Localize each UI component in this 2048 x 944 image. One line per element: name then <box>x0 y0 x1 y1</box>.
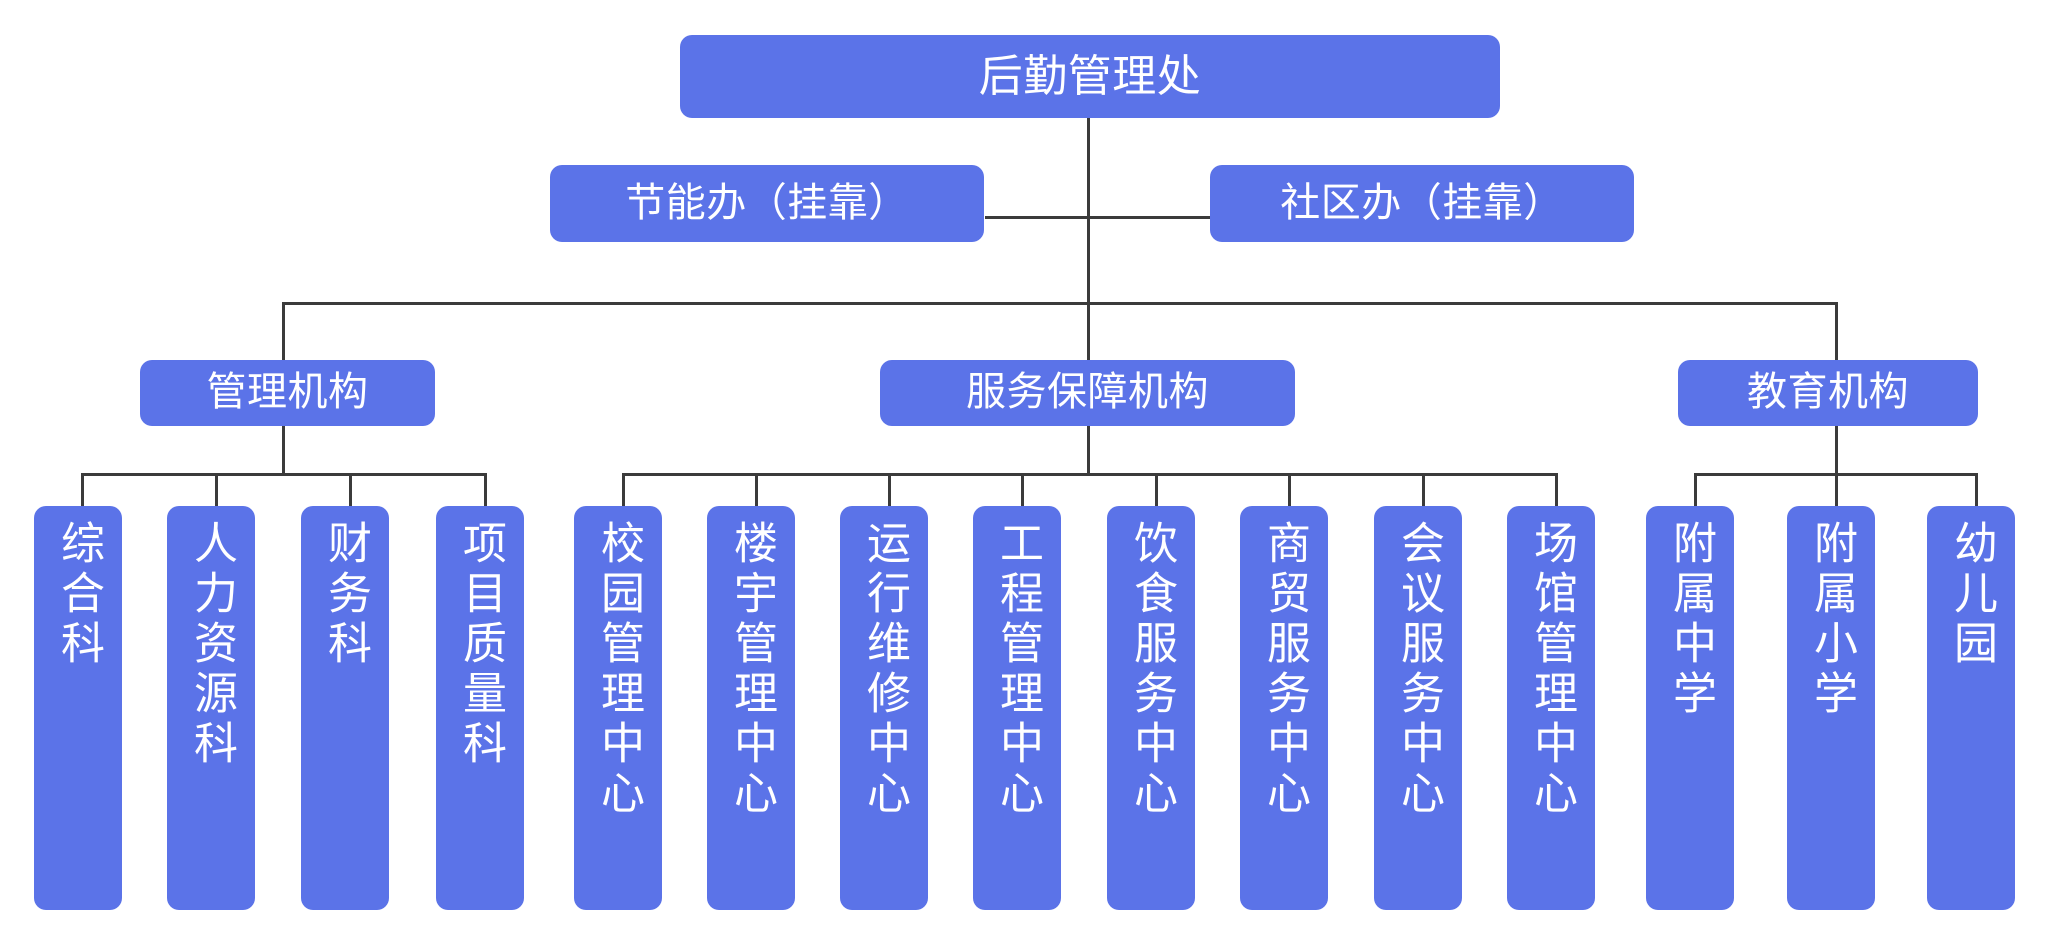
node-leaf-human-resources[interactable]: 人力资源科 <box>167 506 255 910</box>
node-group-management[interactable]: 管理机构 <box>140 360 435 426</box>
node-aux-energy-office-label: 节能办（挂靠） <box>625 180 909 225</box>
node-leaf-project-quality-label: 项目质量科 <box>456 520 505 770</box>
connector-group1-leaf-drop-0 <box>622 473 625 507</box>
connector-group0-stem <box>282 425 285 475</box>
connector-group2-leaf-drop-2 <box>1975 473 1978 507</box>
node-leaf-finance[interactable]: 财务科 <box>301 506 389 910</box>
connector-group-drop-0 <box>282 302 285 360</box>
node-group-education-label: 教育机构 <box>1747 370 1909 415</box>
node-leaf-catering-service-label: 饮食服务中心 <box>1127 520 1176 820</box>
connector-groups-bar <box>282 302 1838 305</box>
connector-group1-leaf-drop-1 <box>755 473 758 507</box>
node-leaf-operations-maintenance[interactable]: 运行维修中心 <box>840 506 928 910</box>
node-leaf-affiliated-middle-school[interactable]: 附属中学 <box>1646 506 1734 910</box>
node-leaf-general-affairs-label: 综合科 <box>54 520 103 670</box>
connector-group1-leaf-drop-3 <box>1021 473 1024 507</box>
node-leaf-commerce-service-label: 商贸服务中心 <box>1260 520 1309 820</box>
node-group-service-label: 服务保障机构 <box>966 370 1209 415</box>
node-leaf-commerce-service[interactable]: 商贸服务中心 <box>1240 506 1328 910</box>
node-root[interactable]: 后勤管理处 <box>680 35 1500 118</box>
node-leaf-venue-management-label: 场馆管理中心 <box>1527 520 1576 820</box>
node-leaf-catering-service[interactable]: 饮食服务中心 <box>1107 506 1195 910</box>
connector-aux-left <box>985 216 1089 219</box>
node-leaf-conference-service-label: 会议服务中心 <box>1394 520 1443 820</box>
connector-group-drop-2 <box>1835 302 1838 360</box>
connector-group1-leaf-drop-7 <box>1555 473 1558 507</box>
connector-group2-leaf-drop-1 <box>1835 473 1838 507</box>
node-leaf-conference-service[interactable]: 会议服务中心 <box>1374 506 1462 910</box>
connector-group0-bar <box>81 473 484 476</box>
node-leaf-campus-management-label: 校园管理中心 <box>594 520 643 820</box>
node-leaf-building-management[interactable]: 楼宇管理中心 <box>707 506 795 910</box>
node-leaf-venue-management[interactable]: 场馆管理中心 <box>1507 506 1595 910</box>
connector-group1-leaf-drop-4 <box>1155 473 1158 507</box>
connector-aux-right <box>1087 216 1211 219</box>
node-leaf-kindergarten-label: 幼儿园 <box>1947 520 1996 670</box>
connector-group0-leaf-drop-0 <box>81 473 84 507</box>
connector-group2-leaf-drop-0 <box>1694 473 1697 507</box>
node-leaf-building-management-label: 楼宇管理中心 <box>727 520 776 820</box>
connector-root-trunk <box>1087 117 1090 302</box>
connector-group0-leaf-drop-3 <box>484 473 487 507</box>
node-leaf-kindergarten[interactable]: 幼儿园 <box>1927 506 2015 910</box>
connector-group1-leaf-drop-6 <box>1422 473 1425 507</box>
node-leaf-affiliated-primary-school[interactable]: 附属小学 <box>1787 506 1875 910</box>
node-root-label: 后勤管理处 <box>978 51 1202 101</box>
connector-group-drop-1 <box>1087 302 1090 360</box>
node-aux-community-office-label: 社区办（挂靠） <box>1280 180 1564 225</box>
connector-group0-leaf-drop-2 <box>349 473 352 507</box>
connector-group1-bar <box>622 473 1556 476</box>
node-leaf-finance-label: 财务科 <box>321 520 370 670</box>
node-leaf-operations-maintenance-label: 运行维修中心 <box>860 520 909 820</box>
connector-group2-stem <box>1835 425 1838 475</box>
node-leaf-general-affairs[interactable]: 综合科 <box>34 506 122 910</box>
node-leaf-project-quality[interactable]: 项目质量科 <box>436 506 524 910</box>
connector-group0-leaf-drop-1 <box>215 473 218 507</box>
connector-group1-leaf-drop-2 <box>888 473 891 507</box>
connector-group1-leaf-drop-5 <box>1288 473 1291 507</box>
node-leaf-engineering-management-label: 工程管理中心 <box>993 520 1042 820</box>
node-group-management-label: 管理机构 <box>206 370 369 415</box>
node-group-service[interactable]: 服务保障机构 <box>880 360 1295 426</box>
node-aux-community-office[interactable]: 社区办（挂靠） <box>1210 165 1634 242</box>
node-leaf-affiliated-primary-school-label: 附属小学 <box>1807 520 1856 720</box>
node-aux-energy-office[interactable]: 节能办（挂靠） <box>550 165 984 242</box>
node-leaf-human-resources-label: 人力资源科 <box>187 520 236 770</box>
connector-group1-stem <box>1087 425 1090 475</box>
node-leaf-campus-management[interactable]: 校园管理中心 <box>574 506 662 910</box>
node-group-education[interactable]: 教育机构 <box>1678 360 1978 426</box>
node-leaf-affiliated-middle-school-label: 附属中学 <box>1666 520 1715 720</box>
node-leaf-engineering-management[interactable]: 工程管理中心 <box>973 506 1061 910</box>
